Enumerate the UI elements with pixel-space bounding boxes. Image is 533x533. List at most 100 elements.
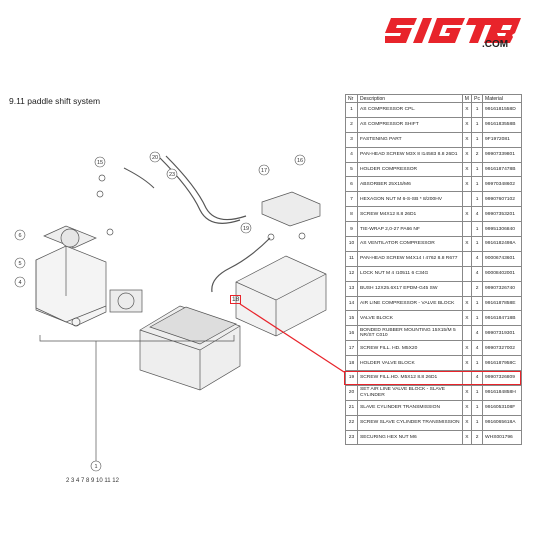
cell-desc: HOLDER COMPRESSOR <box>357 161 463 178</box>
cell-no: 1 <box>345 102 358 118</box>
callout-text: 15 <box>97 160 103 166</box>
cell-desc: PAN-HEAD SCREW M4X14 I 4762 8.8 R677 <box>357 250 463 267</box>
header-m: M <box>461 94 473 103</box>
svg-text:20: 20 <box>152 155 158 161</box>
cell-desc: SCREW SLAVE CYLINDER TRANSMISSION <box>357 414 463 431</box>
cell-desc: AIR LINE COMPRESSOR - VALVE BLOCK <box>357 295 463 312</box>
cell-mat: 99970348602 <box>482 176 522 193</box>
cell-no: 23 <box>345 429 358 446</box>
cell-pc: 2 <box>471 429 484 446</box>
svg-text:5: 5 <box>18 261 21 267</box>
cell-desc: BUSH 12X25.6X17 EPDM-G45 SW <box>357 280 463 297</box>
cell-no: 14 <box>345 295 358 312</box>
cell-desc: SECURING HEX NUT M6 <box>357 429 463 446</box>
section-title: 9.11 paddle shift system <box>9 96 101 106</box>
logo-domain: .COM <box>482 39 509 50</box>
cell-no: 8 <box>345 206 358 223</box>
exploded-parts-diagram: 15 20 23 17 16 6 5 4 19 1 2 3 4 7 8 9 10… <box>14 151 345 484</box>
holder-valve-block-shape <box>235 255 327 337</box>
cell-no: 21 <box>345 399 358 416</box>
cell-desc: HOLDER VALVE BLOCK <box>357 355 463 372</box>
cell-mat: 99907327002 <box>482 340 522 357</box>
cell-pc: 1 <box>471 414 484 431</box>
selected-row-highlight <box>344 371 521 385</box>
cell-m: X <box>461 399 473 416</box>
cell-pc: 1 <box>471 355 484 372</box>
cell-desc: TIE-WRAP 2,0-27 PA66 NF <box>357 221 463 238</box>
cell-pc: 4 <box>471 250 484 267</box>
cell-mat: 90006743601 <box>482 250 522 267</box>
cell-m: X <box>461 116 473 133</box>
svg-text:1: 1 <box>94 464 97 470</box>
cell-pc: 1 <box>471 102 484 118</box>
cell-desc: SLAVE CYLINDER TRANSMISSION <box>357 399 463 416</box>
cell-m <box>461 250 473 267</box>
group-label: 2 3 4 7 8 9 10 11 12 <box>66 478 120 484</box>
table-header-row: Nr Description M Pc Material <box>345 94 522 103</box>
cell-pc: 2 <box>471 280 484 297</box>
cell-m: X <box>461 355 473 372</box>
cell-m: X <box>461 384 473 401</box>
cell-desc: BONDED RUBBER MOUNTING 15X15/M 5 NR/ST C… <box>357 325 463 342</box>
cell-mat: 9916182498A <box>482 236 522 252</box>
cell-no: 6 <box>345 176 358 193</box>
cell-no: 11 <box>345 250 358 267</box>
cell-desc: ABSORBER 25X15/M6 <box>357 176 463 193</box>
cell-mat: 90008402001 <box>482 265 522 282</box>
svg-text:16: 16 <box>297 158 303 164</box>
cell-desc: AS COMPRESSOR CPL. <box>357 102 463 118</box>
cell-pc: 4 <box>471 340 484 357</box>
cell-m: X <box>461 176 473 193</box>
selected-callout-box[interactable] <box>230 295 241 304</box>
cell-desc: AS VENTILATOR COMPRESSOR <box>357 236 463 252</box>
cell-no: 5 <box>345 161 358 178</box>
cell-no: 4 <box>345 146 358 163</box>
cell-mat: 99907326740 <box>482 280 522 297</box>
cell-desc: VALVE BLOCK <box>357 310 463 327</box>
cell-no: 18 <box>345 355 358 372</box>
cell-mat: 99907319301 <box>482 325 522 342</box>
cell-desc: SCREW M4X12 8.8 26D1 <box>357 206 463 223</box>
cell-mat: 9916184718B <box>482 310 522 327</box>
sigtb-logo[interactable] <box>385 10 525 52</box>
cell-pc: 1 <box>471 295 484 312</box>
header-pc: Pc <box>471 94 484 103</box>
cell-m: X <box>461 206 473 223</box>
cell-mat: 99907353201 <box>482 206 522 223</box>
cell-mat: WHS001796 <box>482 429 522 446</box>
header-nr: Nr <box>345 94 358 103</box>
header-material: Material <box>482 94 522 103</box>
cell-no: 7 <box>345 191 358 208</box>
cell-desc: AS COMPRESSOR SHIFT <box>357 116 463 133</box>
cell-m: X <box>461 131 473 148</box>
cell-pc: 4 <box>471 206 484 223</box>
cell-m: X <box>461 340 473 357</box>
cell-pc: 1 <box>471 236 484 252</box>
cell-no: 13 <box>345 280 358 297</box>
cell-no: 16 <box>345 325 358 342</box>
holder-compressor-shape <box>35 245 107 327</box>
